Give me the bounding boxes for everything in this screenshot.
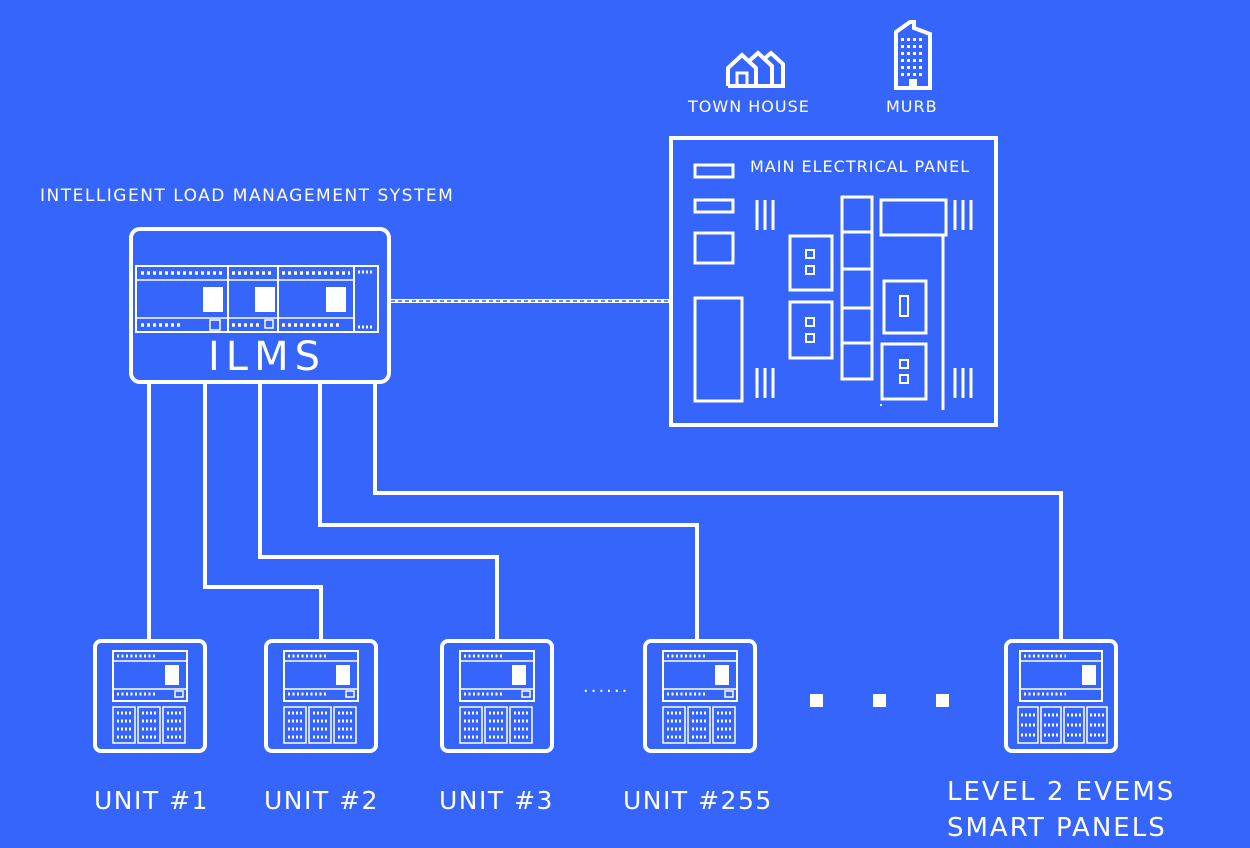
evems-label-line1: LEVEL 2 EVEMS (947, 777, 1176, 807)
unit-255-label: UNIT #255 (623, 786, 773, 815)
evems-label-line2: SMART PANELS (947, 813, 1167, 843)
main-electrical-panel (669, 136, 998, 427)
main-panel-label: MAIN ELECTRICAL PANEL (750, 157, 971, 176)
ilms-device (129, 227, 391, 384)
unit-2-device (264, 639, 378, 753)
unit-255-device (643, 639, 757, 753)
ellipsis-squares (810, 694, 949, 707)
evems-device (1004, 639, 1118, 753)
connection-lines (147, 383, 1063, 643)
unit-1-device (93, 639, 207, 753)
ilms-title: INTELLIGENT LOAD MANAGEMENT SYSTEM (40, 186, 455, 206)
small-ellipsis: ...... (583, 676, 630, 697)
unit-3-device (440, 639, 554, 753)
ilms-acronym: ILMS (208, 334, 326, 380)
murb-building-icon (894, 20, 932, 90)
murb-label: MURB (886, 97, 938, 116)
unit-2-label: UNIT #2 (264, 786, 379, 815)
unit-1-label: UNIT #1 (94, 786, 209, 815)
unit-3-label: UNIT #3 (439, 786, 554, 815)
town-house-icon (726, 50, 785, 88)
town-house-label: TOWN HOUSE (688, 97, 810, 116)
